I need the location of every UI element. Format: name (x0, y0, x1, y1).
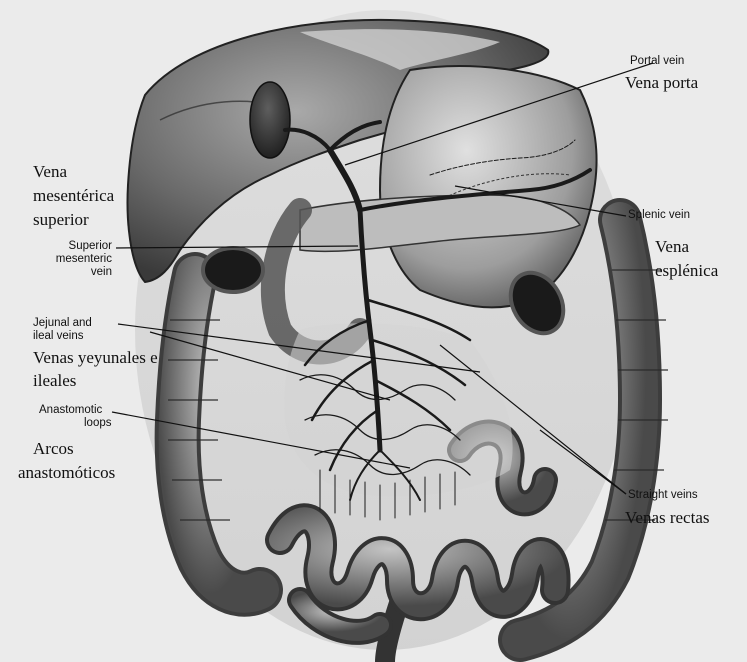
label-anastomotic-en-1: Anastomotic (39, 404, 102, 417)
label-jejunal-es-1: Venas yeyunales e (33, 348, 158, 368)
gallbladder (250, 82, 290, 158)
label-anastomotic-en-2: loops (84, 417, 112, 430)
label-smv-en-2: mesenteric (44, 253, 112, 266)
label-jejunal-en-2: ileal veins (33, 330, 84, 343)
label-straight-veins-en: Straight veins (628, 489, 698, 502)
label-jejunal-es-2: ileales (33, 371, 76, 391)
label-smv-es-1: Vena (33, 162, 67, 182)
label-portal-vein-es: Vena porta (625, 73, 698, 93)
label-anastomotic-es-2: anastomóticos (18, 463, 115, 483)
cut-colon-left (203, 248, 263, 292)
label-splenic-vein-es-1: Vena (655, 237, 689, 257)
label-smv-es-2: mesentérica (33, 186, 114, 206)
label-portal-vein-en: Portal vein (630, 55, 684, 68)
label-anastomotic-es-1: Arcos (33, 439, 74, 459)
label-smv-en-3: vein (44, 266, 112, 279)
label-splenic-vein-en: Splenic vein (628, 209, 690, 222)
label-smv-es-3: superior (33, 210, 89, 230)
label-smv-en-1: Superior (44, 240, 112, 253)
label-straight-veins-es: Venas rectas (625, 508, 710, 528)
label-jejunal-en-1: Jejunal and (33, 317, 92, 330)
label-splenic-vein-es-2: esplénica (655, 261, 718, 281)
